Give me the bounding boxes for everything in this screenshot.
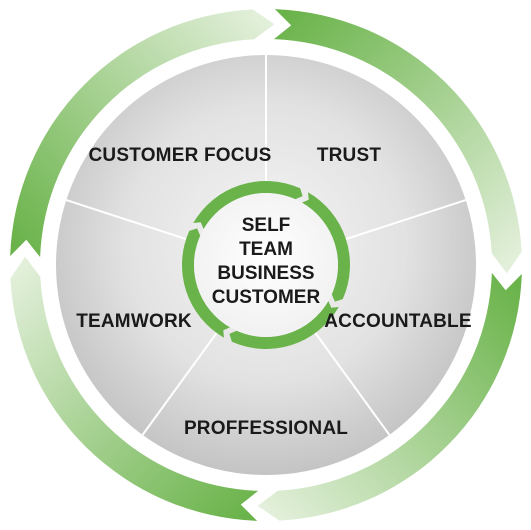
inner-ring-arc [302, 192, 350, 302]
segment-dividers [65, 55, 467, 436]
segment-divider [65, 199, 193, 242]
segment-divider [339, 199, 467, 242]
inner-ring [181, 181, 350, 349]
segment-divider [311, 327, 391, 436]
center-line-customer: CUSTOMER [212, 287, 321, 308]
segment-label-trust: TRUST [317, 145, 382, 166]
outer-arc-right [273, 9, 522, 274]
outer-arc-left [10, 256, 259, 521]
outer-ring [10, 9, 522, 521]
inner-ring-arc [181, 228, 230, 338]
center-line-team: TEAM [239, 239, 293, 260]
outer-arc-bottom [257, 272, 522, 521]
inner-ring-arc [229, 301, 339, 349]
segment-divider [141, 327, 221, 436]
segment-label-teamwork: TEAMWORK [76, 311, 192, 332]
segment-label-accountable: ACCOUNTABLE [324, 311, 472, 332]
outer-arc-top [10, 9, 275, 258]
center-disc [194, 193, 338, 337]
center-line-self: SELF [242, 215, 291, 236]
segment-label-proffessional: PROFFESSIONAL [184, 418, 348, 439]
inner-ring-arc [193, 181, 303, 229]
center-line-business: BUSINESS [217, 263, 314, 284]
segment-label-customer-focus: CUSTOMER FOCUS [89, 145, 272, 166]
